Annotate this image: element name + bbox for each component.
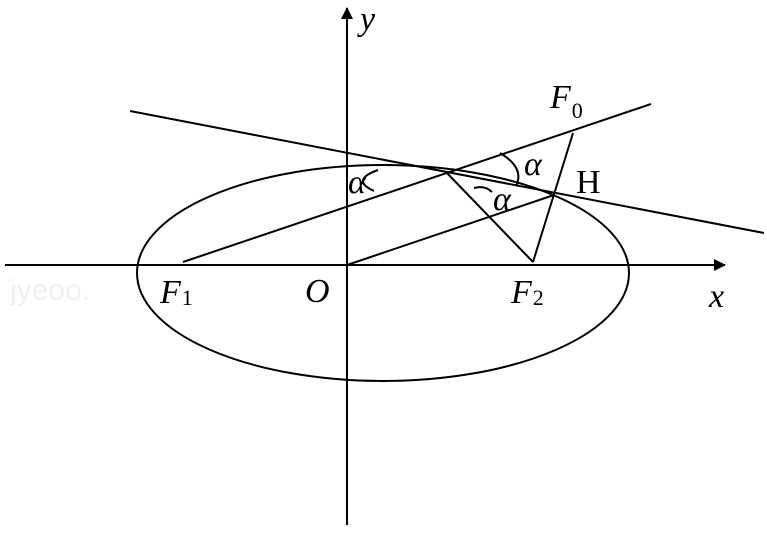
angle-arc-left bbox=[362, 169, 379, 192]
angle-label-top: α bbox=[524, 146, 543, 183]
line-f1-f0 bbox=[182, 103, 652, 263]
f1-label: F1 bbox=[159, 274, 193, 311]
angle-label-lower: α bbox=[493, 181, 512, 218]
line-p-f2 bbox=[445, 171, 534, 263]
angle-arc-top bbox=[499, 152, 520, 187]
f0-label: F0 bbox=[549, 79, 583, 123]
watermark-text: jyeoo. bbox=[9, 274, 90, 307]
f2-label: F2 bbox=[510, 274, 544, 311]
y-axis-label: y bbox=[357, 1, 376, 38]
x-axis-label: x bbox=[708, 278, 724, 315]
line-f2-f0 bbox=[532, 132, 574, 263]
line-o-h bbox=[346, 194, 555, 266]
origin-label: O bbox=[305, 273, 330, 310]
angle-arc-lower bbox=[473, 186, 493, 193]
h-label: H bbox=[576, 164, 601, 201]
angle-label-left: α bbox=[348, 164, 367, 201]
ellipse bbox=[136, 164, 630, 382]
